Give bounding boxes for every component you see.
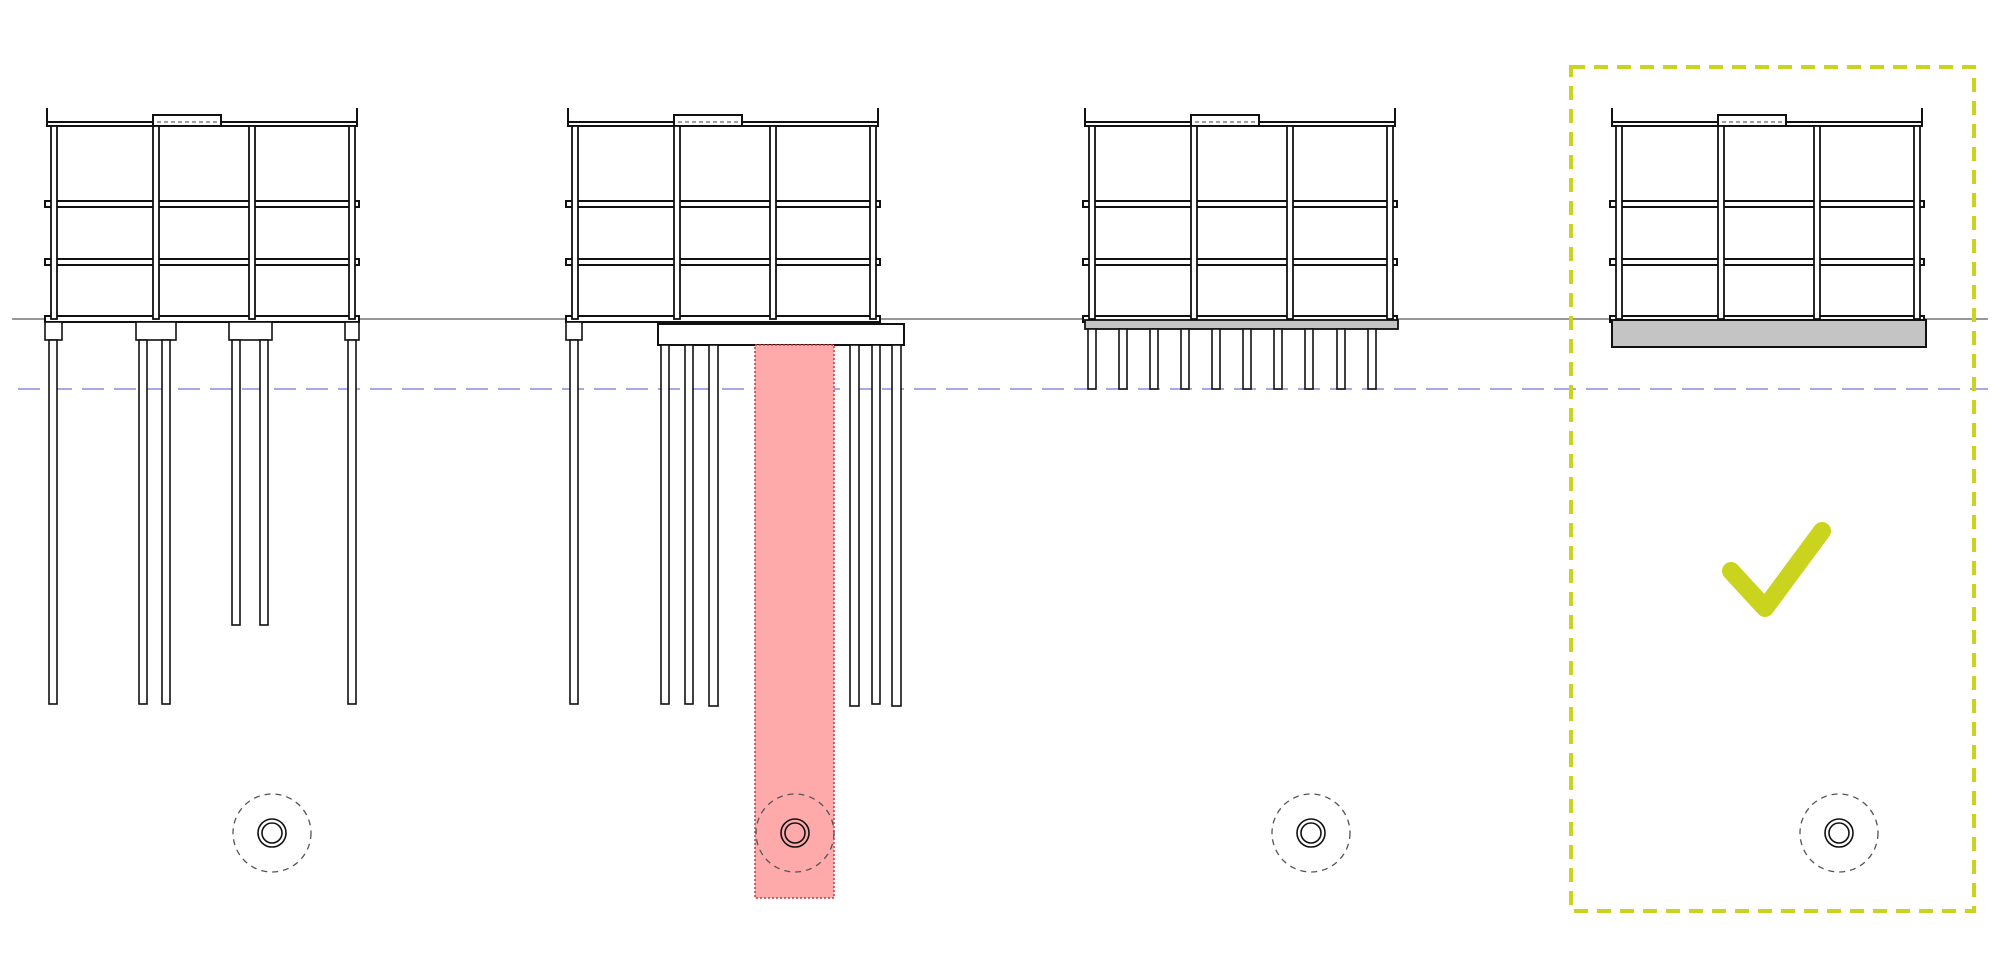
pile	[48, 339, 58, 705]
pile	[259, 339, 269, 626]
pile	[1304, 328, 1314, 390]
tunnel-clearance-ring	[755, 793, 835, 873]
floor-slab	[565, 315, 881, 323]
tunnel-section-icon	[1271, 793, 1351, 873]
roof-skylight	[152, 114, 222, 126]
tunnel-inner	[1300, 822, 1322, 844]
column	[1615, 125, 1623, 320]
option-3	[1082, 108, 1399, 873]
tunnel-inner	[261, 822, 283, 844]
roof-outline	[1611, 108, 1923, 127]
pile	[660, 344, 670, 705]
pile	[708, 344, 719, 707]
tunnel-clearance-ring	[232, 793, 312, 873]
roof-outline	[1084, 108, 1396, 127]
pile	[1087, 328, 1097, 390]
pile-cap	[228, 321, 273, 341]
pile-cap	[135, 321, 177, 341]
pile	[871, 344, 881, 705]
pile	[1273, 328, 1283, 390]
pile-cap	[44, 321, 63, 341]
building-frame	[565, 108, 881, 323]
pile	[161, 339, 171, 705]
floor-slab	[44, 258, 360, 266]
pile	[1336, 328, 1346, 390]
pile	[231, 339, 241, 626]
pile	[684, 344, 694, 705]
roof-skylight	[1717, 114, 1787, 126]
roof-skylight	[1190, 114, 1260, 126]
column	[1088, 125, 1096, 320]
floor-opening	[678, 202, 740, 206]
tunnel-inner	[1828, 822, 1850, 844]
pile	[891, 344, 902, 707]
pile	[1149, 328, 1159, 390]
tunnel-section-icon	[755, 793, 835, 873]
floor-slab	[44, 315, 360, 323]
ground-slab	[1084, 319, 1399, 330]
pile	[1211, 328, 1221, 390]
tunnel-clearance-ring	[1799, 793, 1879, 873]
floor-opening	[157, 202, 219, 206]
pile	[1367, 328, 1377, 390]
pile	[1118, 328, 1128, 390]
floor-opening	[1722, 202, 1784, 206]
raft-slab	[1611, 319, 1927, 348]
floor-opening	[1195, 202, 1257, 206]
tunnel-conflict-zone	[754, 344, 835, 899]
column	[1386, 125, 1394, 320]
pile-foundation	[1084, 319, 1399, 390]
tunnel-outer	[1296, 818, 1326, 848]
floor-slab	[1082, 258, 1398, 266]
selection-box	[1569, 65, 1976, 913]
floor-slab	[1609, 258, 1925, 266]
pile-foundation	[565, 321, 905, 707]
pile	[1242, 328, 1252, 390]
pile-cap-beam	[657, 323, 905, 346]
column	[1717, 125, 1725, 320]
pile-cap	[344, 321, 360, 341]
checkmark-icon	[1722, 522, 1831, 617]
pile	[1180, 328, 1190, 390]
column	[673, 125, 681, 320]
column	[152, 125, 160, 320]
raft-foundation	[1611, 319, 1927, 348]
building-frame	[1609, 108, 1925, 323]
tunnel-outer	[1824, 818, 1854, 848]
pile	[569, 339, 579, 705]
column	[50, 125, 58, 320]
column	[571, 125, 579, 320]
column	[769, 125, 777, 320]
roof-skylight	[673, 114, 743, 126]
option-2	[565, 108, 905, 899]
tunnel-outer	[780, 818, 810, 848]
column	[1190, 125, 1198, 320]
column	[1913, 125, 1921, 320]
pile	[849, 344, 860, 707]
floor-slab	[565, 258, 881, 266]
pile	[138, 339, 148, 705]
option-1	[44, 108, 360, 873]
tunnel-section-icon	[232, 793, 312, 873]
building-frame	[1082, 108, 1398, 323]
pile-foundation	[44, 321, 360, 705]
column	[869, 125, 877, 320]
tunnel-inner	[784, 822, 806, 844]
roof-outline	[46, 108, 358, 127]
tunnel-section-icon	[1799, 793, 1879, 873]
pile-cap	[565, 321, 583, 341]
roof-outline	[567, 108, 879, 127]
pile	[347, 339, 357, 705]
column	[248, 125, 256, 320]
column	[348, 125, 356, 320]
building-frame	[44, 108, 360, 323]
column	[1813, 125, 1821, 320]
column	[1286, 125, 1294, 320]
tunnel-clearance-ring	[1271, 793, 1351, 873]
option-4	[1569, 65, 1976, 913]
tunnel-outer	[257, 818, 287, 848]
